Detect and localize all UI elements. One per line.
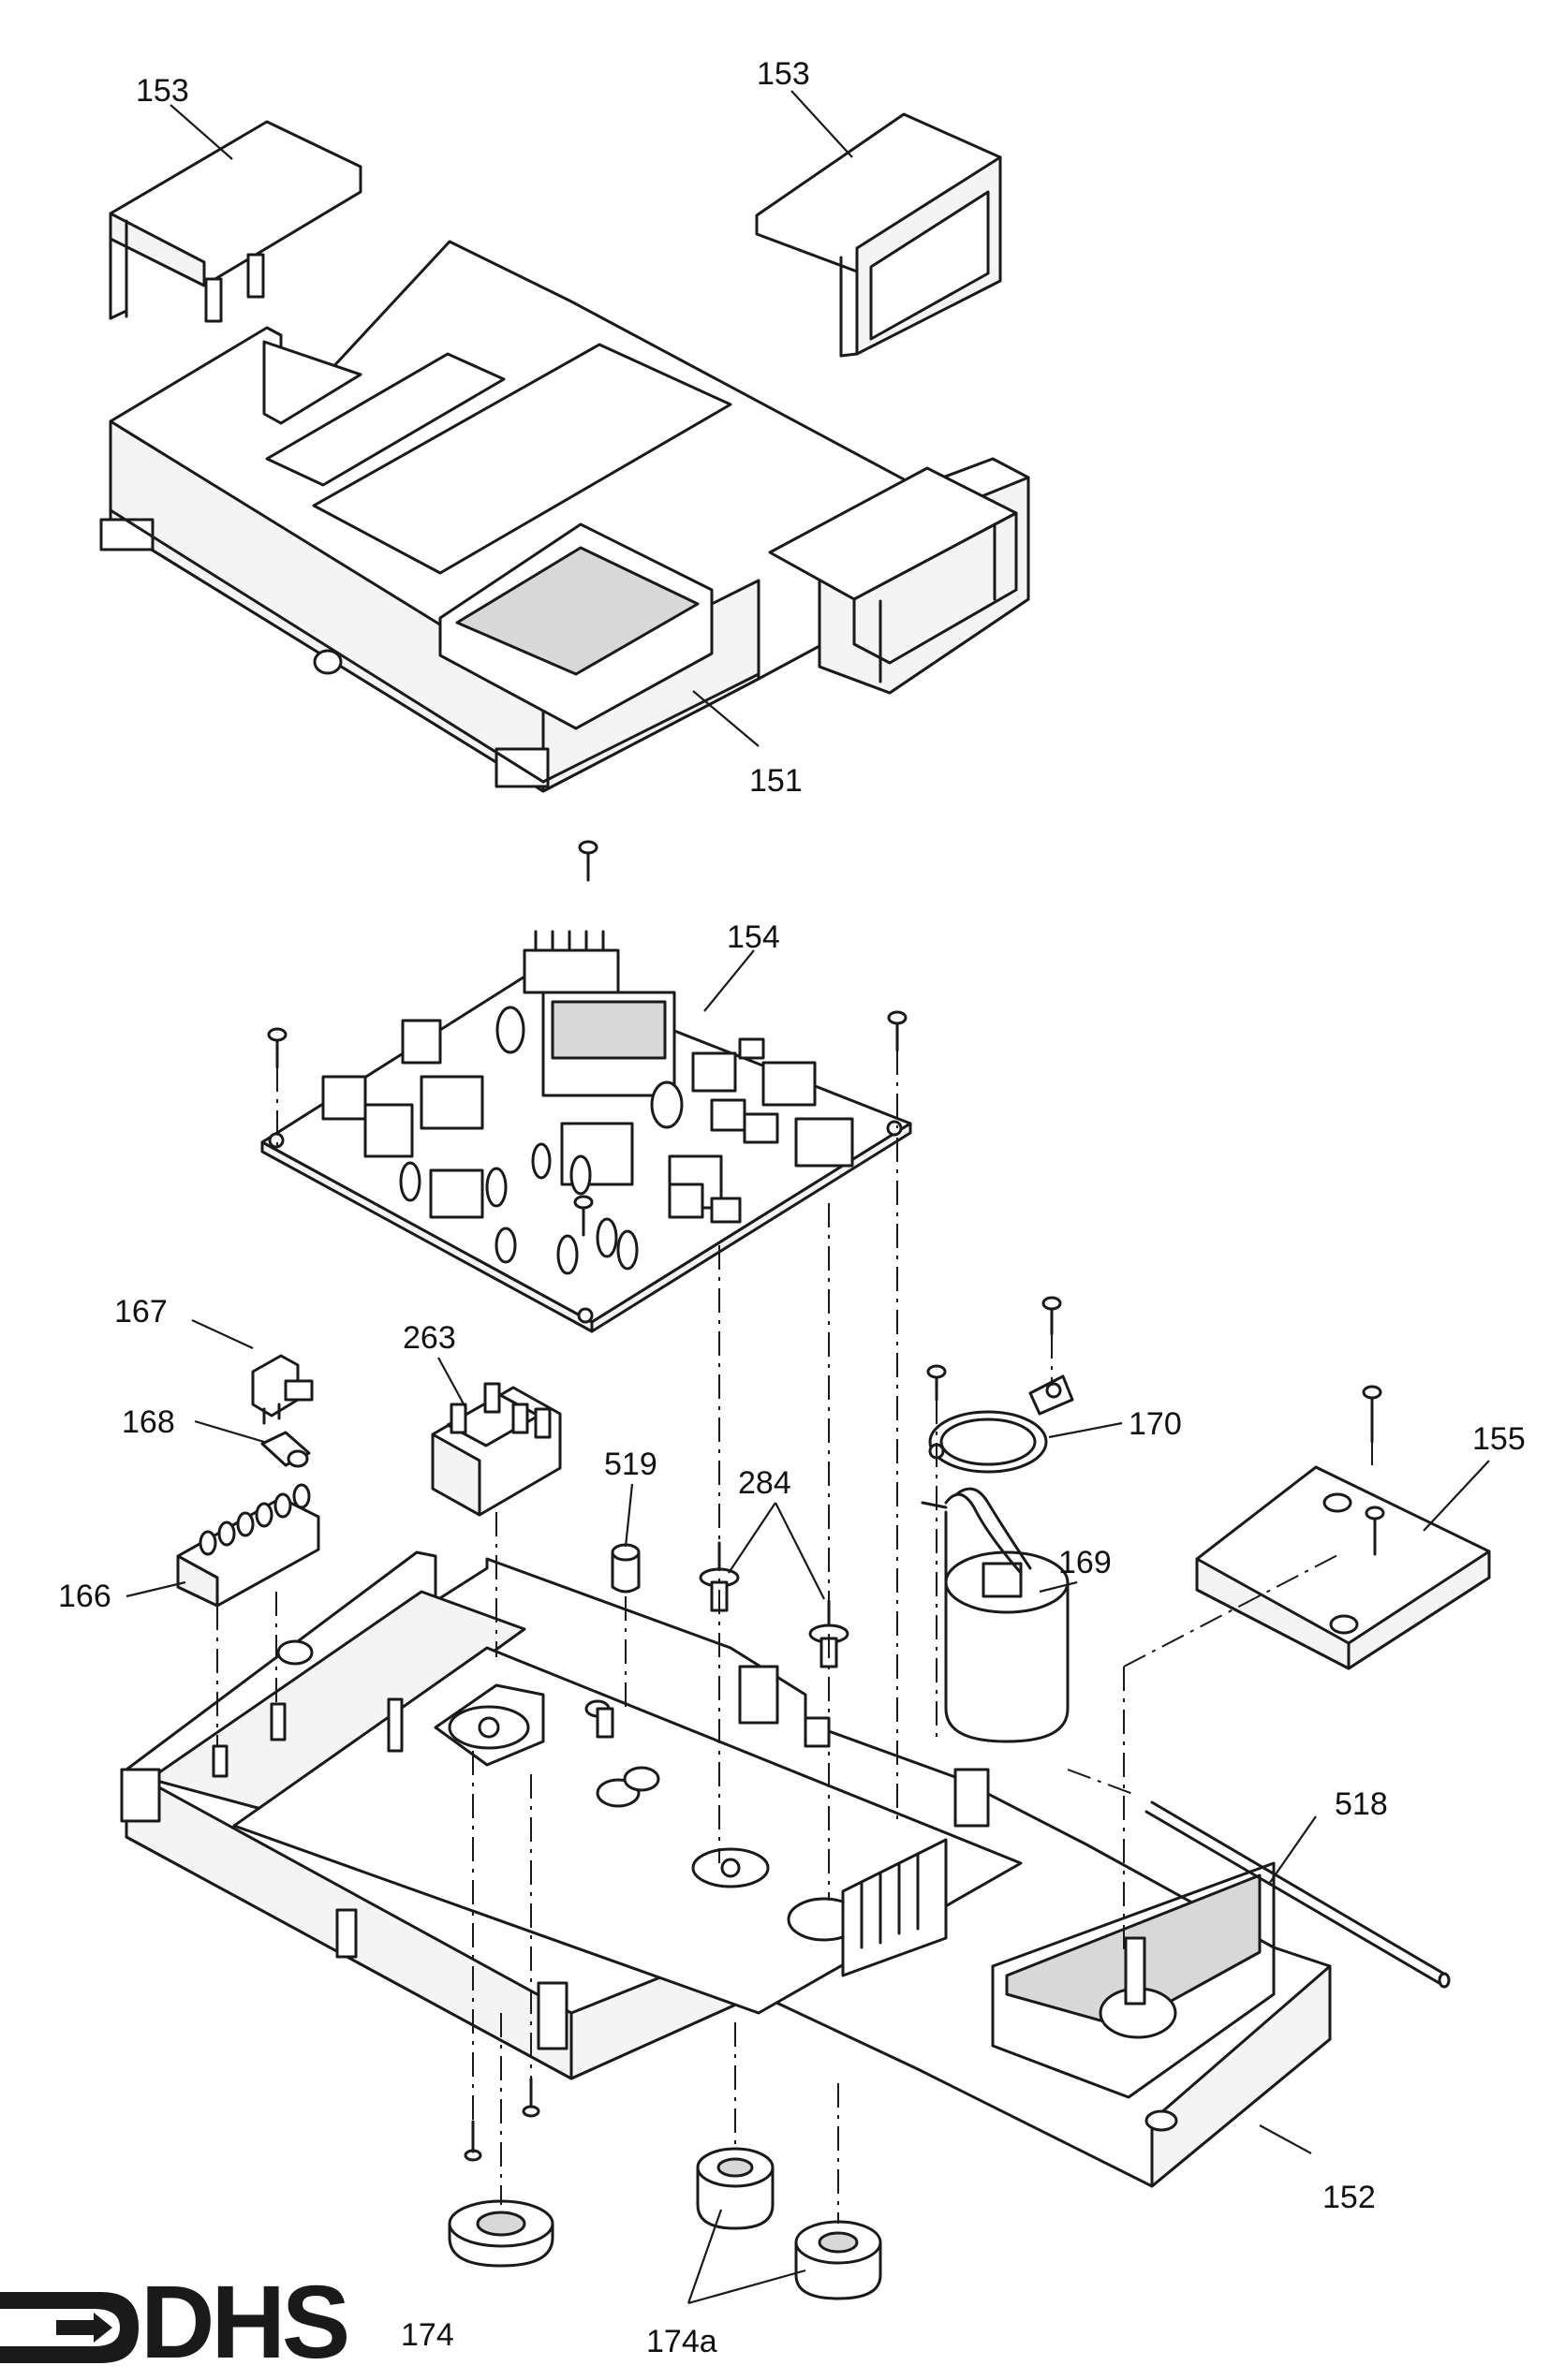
callout-284: 284 [738, 1465, 791, 1501]
part-168-fuse [260, 1431, 311, 1468]
part-170-retaining-ring [926, 1296, 1074, 1474]
part-169-sensor [921, 1487, 1070, 1743]
part-153-left-cap [109, 120, 362, 323]
callout-153-left: 153 [136, 73, 189, 109]
part-174-foot [448, 2199, 554, 2268]
callout-174a: 174a [646, 2324, 717, 2359]
leader-lines [125, 90, 1490, 2305]
part-518-rod [1144, 1800, 1451, 1989]
callout-155: 155 [1472, 1421, 1526, 1457]
callout-labels: 153 153 151 154 167 168 166 263 519 284 … [58, 56, 1526, 2359]
callout-519: 519 [604, 1447, 657, 1482]
part-151-main-cover [99, 240, 1030, 793]
part-154-circuit-board [260, 930, 912, 1333]
part-153-right-cap [755, 112, 1002, 358]
dhs-logo-text: DHS [140, 2265, 350, 2380]
part-155-cover-plate [1195, 1385, 1491, 1670]
callout-169: 169 [1058, 1545, 1112, 1580]
callout-168: 168 [122, 1404, 175, 1440]
callout-154: 154 [727, 919, 780, 955]
part-519-cap [611, 1543, 641, 1594]
callout-263: 263 [403, 1320, 456, 1356]
callout-152: 152 [1322, 2180, 1376, 2215]
callout-518: 518 [1335, 1786, 1388, 1822]
callout-167: 167 [114, 1294, 168, 1330]
callout-153-right: 153 [757, 56, 810, 92]
callout-170: 170 [1129, 1406, 1182, 1442]
callout-174: 174 [401, 2317, 454, 2353]
assembly-lines [216, 1050, 1373, 2224]
part-152-base-housing [120, 1550, 1332, 2188]
base-screws [464, 2077, 540, 2162]
callout-166: 166 [58, 1579, 111, 1614]
part-174a-foot-2 [794, 2220, 882, 2300]
part-167-fuse-holder [251, 1354, 314, 1425]
callout-151: 151 [749, 763, 803, 799]
part-166-terminal-block [176, 1483, 320, 1608]
part-174a-foot-1 [696, 2147, 775, 2230]
board-screws [267, 840, 908, 1237]
part-263-rocker-switch [431, 1382, 562, 1517]
dhs-logo-arrow-icon [0, 2292, 139, 2363]
